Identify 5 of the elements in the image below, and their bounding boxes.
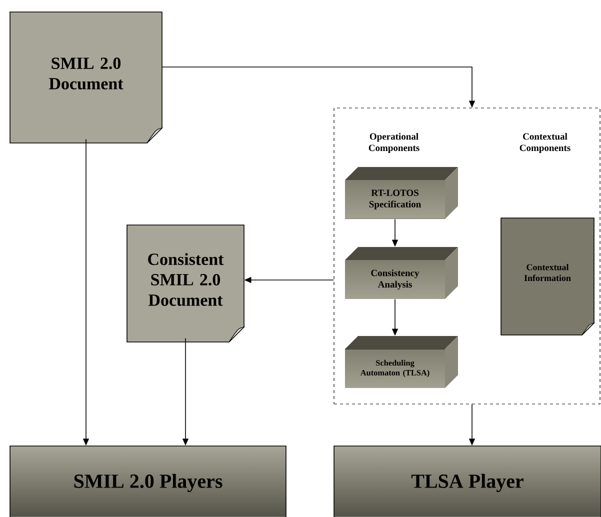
player-box: SMIL 2.0 Players [10, 446, 286, 517]
player-box: TLSA Player [334, 446, 601, 517]
cube-box: Scheduling Automaton (TLSA) [345, 336, 458, 388]
cube-box: RT-LOTOS Specification [345, 167, 458, 219]
cube-box: Consistency Analysis [345, 247, 458, 299]
